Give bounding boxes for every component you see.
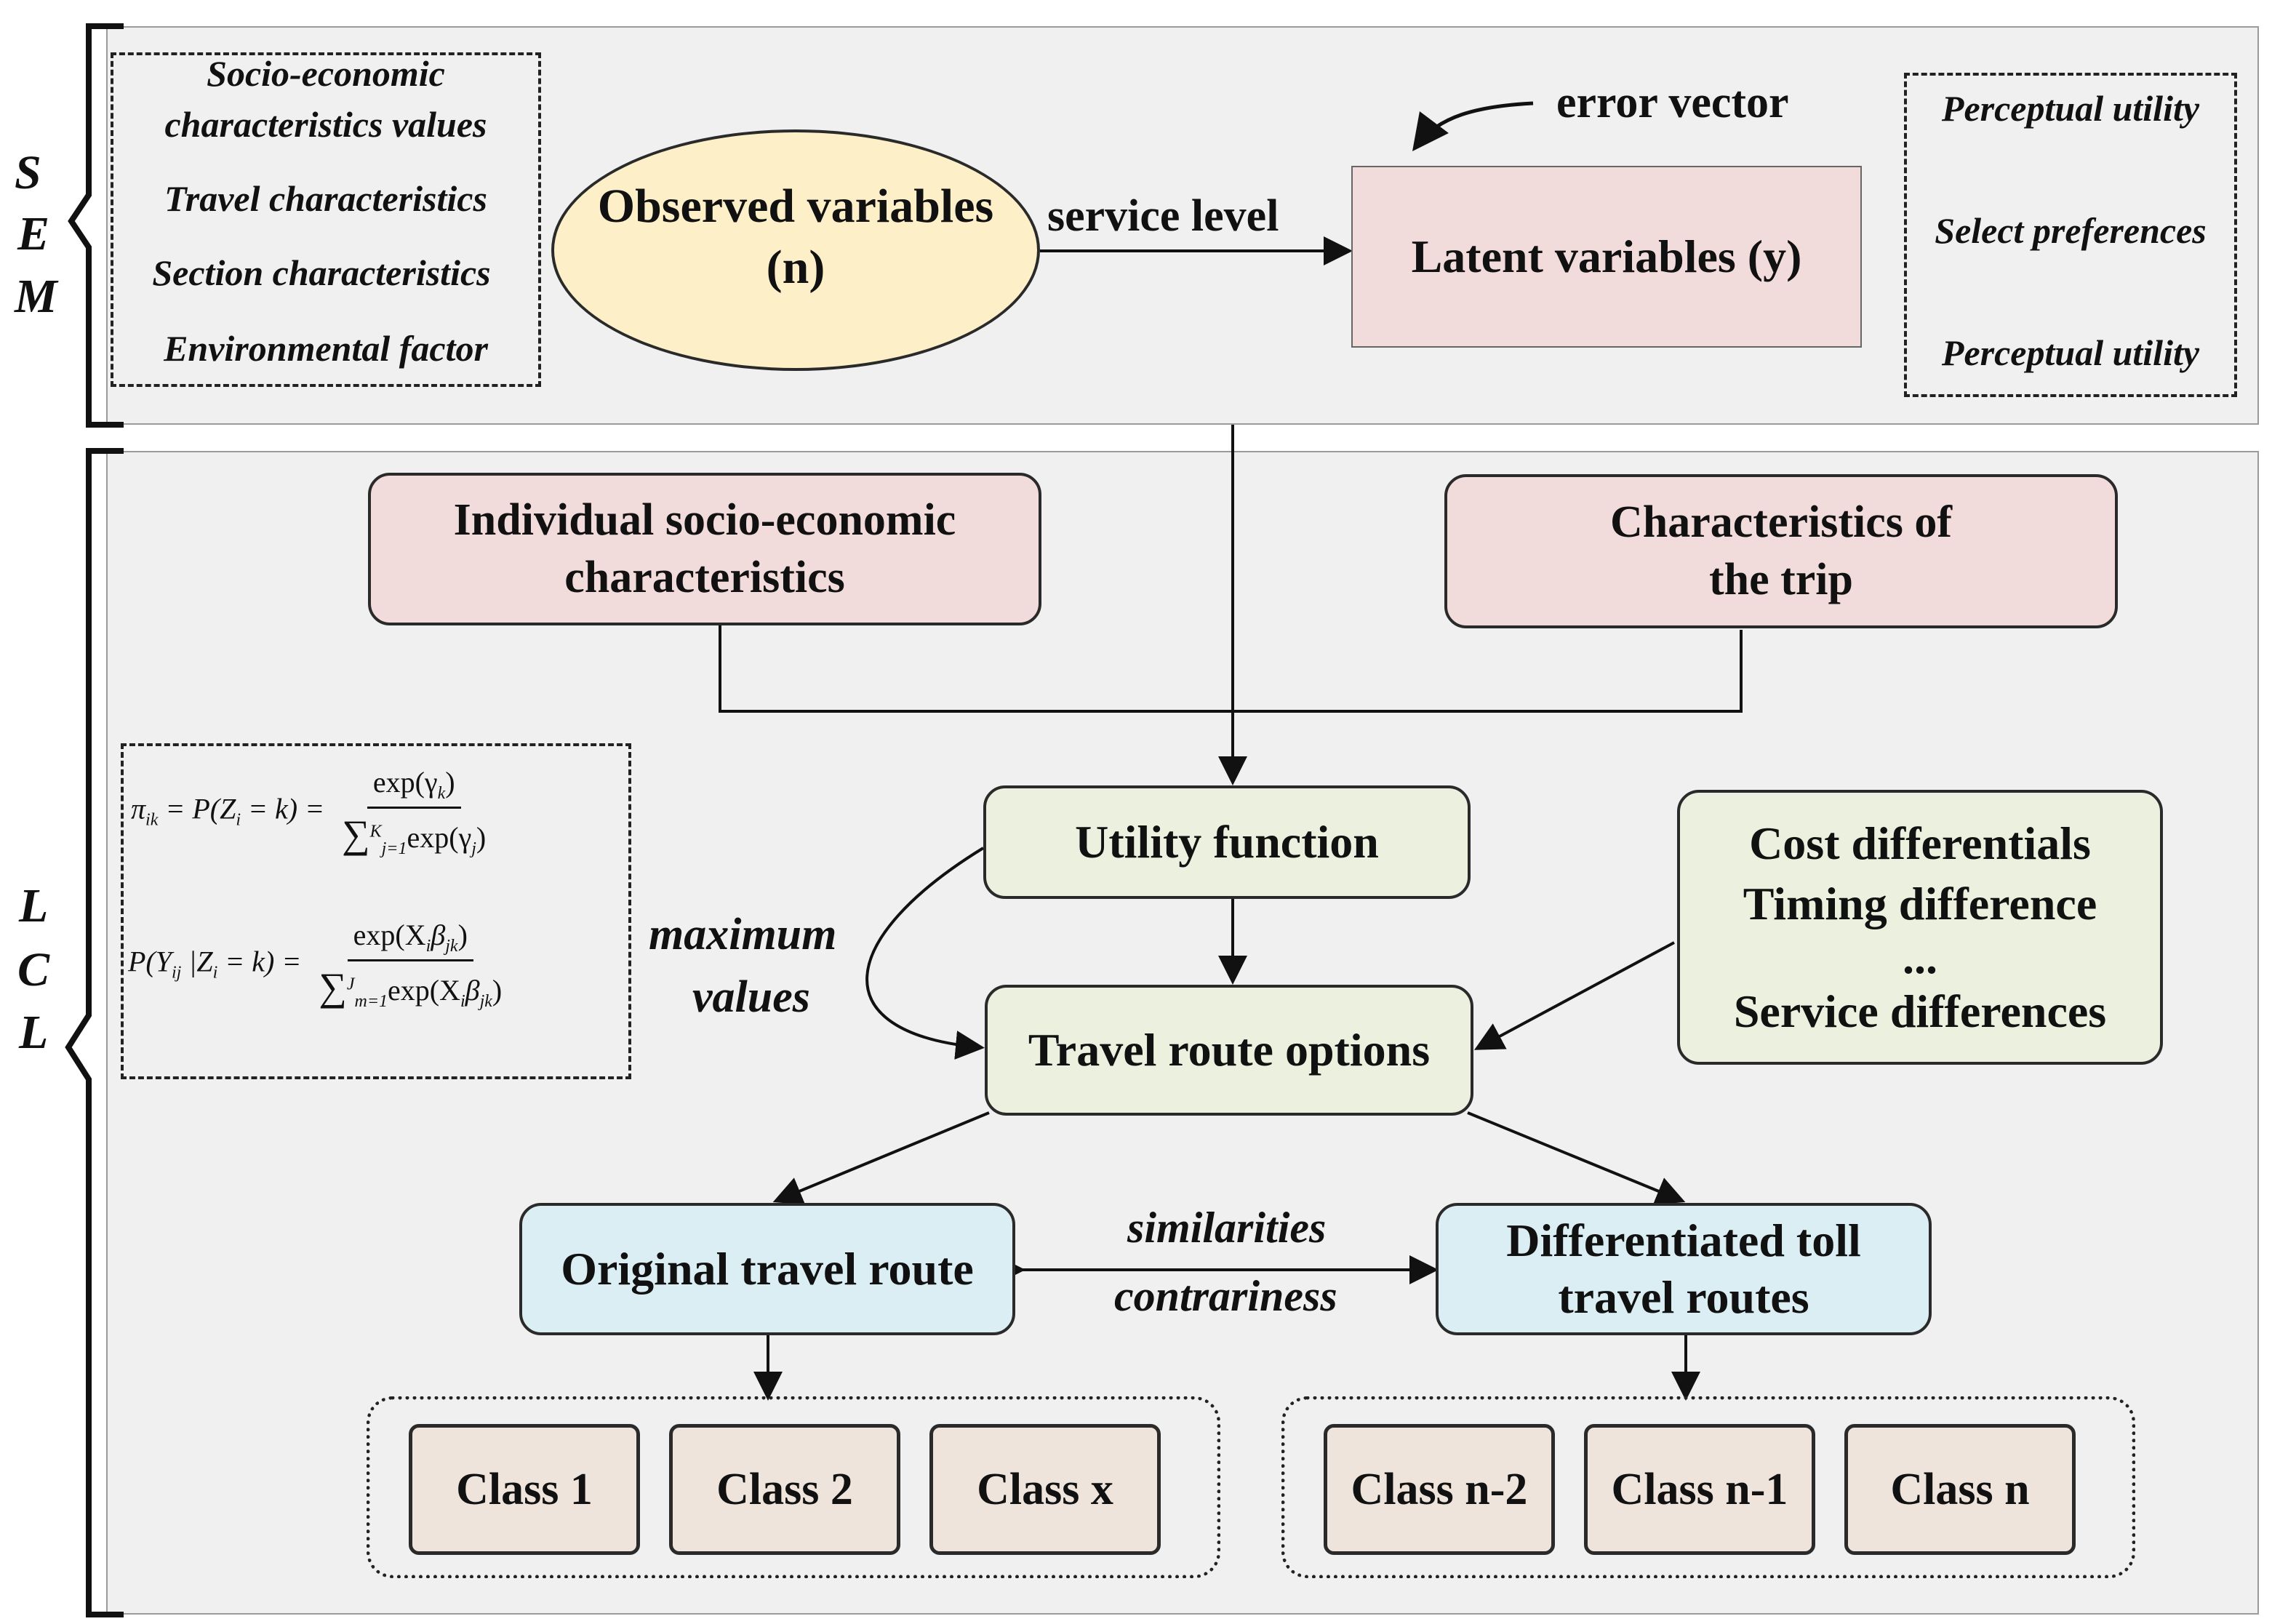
toll-line2: travel routes [1558, 1271, 1809, 1323]
outcome-perceptual-2: Perceptual utility [1941, 332, 2200, 373]
class-n-box: Class n [1844, 1424, 2076, 1555]
observed-variables-ellipse [551, 129, 1040, 371]
toll-routes-box: Differentiated toll travel routes [1436, 1203, 1932, 1335]
options-to-toll-arrow [1467, 1111, 1686, 1205]
differences-to-options-arrow [1473, 941, 1675, 1050]
utility-function-box: Utility function [983, 785, 1471, 899]
class-x-label: Class x [977, 1464, 1113, 1514]
latent-variables-label: Latent variables (y) [1411, 231, 1802, 282]
differences-box: Cost differentials Timing difference ...… [1677, 790, 2163, 1065]
lcl-letter-l1: L [19, 879, 49, 932]
factor-section: Section characteristics [152, 252, 491, 293]
factor-environment: Environmental factor [164, 328, 488, 369]
outcome-perceptual-1: Perceptual utility [1941, 88, 2200, 129]
lcl-letter-c: C [17, 943, 50, 996]
class-n-2-label: Class n-2 [1351, 1464, 1528, 1514]
diff-cost: Cost differentials [1749, 817, 2091, 870]
travel-route-options-box: Travel route options [985, 985, 1473, 1116]
latent-variables-box: Latent variables (y) [1351, 166, 1862, 348]
outcome-select-preferences: Select preferences [1935, 210, 2207, 251]
individual-line2: characteristics [564, 553, 845, 602]
original-route-label: Original travel route [561, 1243, 974, 1295]
diff-service: Service differences [1733, 985, 2107, 1037]
observed-variables-label: Observed variables [597, 180, 994, 233]
lcl-bracket [65, 448, 124, 1617]
lcl-letter-l2: L [19, 1006, 49, 1059]
travel-route-options-label: Travel route options [1028, 1024, 1431, 1076]
values-label: values [692, 972, 810, 1022]
factor-travel: Travel characteristics [164, 178, 487, 219]
formula-class-probability: πik = P(Zi = k) = exp(γk) ∑Kj=1exp(γj) [131, 766, 487, 858]
sem-factors-box [111, 52, 541, 387]
class-2-box: Class 2 [669, 1424, 900, 1555]
maximum-label: maximum [649, 910, 837, 959]
class-n-label: Class n [1890, 1464, 2030, 1514]
observed-variables-n: (n) [766, 241, 825, 294]
toll-classes-group [1281, 1396, 2135, 1578]
formula-box [121, 743, 631, 1079]
maximum-values-arrow [865, 847, 985, 1060]
sem-outcomes-box [1904, 73, 2237, 397]
trip-line1: Characteristics of [1610, 497, 1952, 547]
class-2-label: Class 2 [716, 1464, 853, 1514]
options-to-original-arrow [772, 1111, 990, 1205]
sem-letter-s: S [15, 146, 41, 199]
sem-letter-e: E [17, 207, 50, 260]
utility-function-label: Utility function [1075, 816, 1379, 868]
error-vector-arrow [1412, 101, 1534, 151]
class-x-box: Class x [929, 1424, 1161, 1555]
individual-line1: Individual socio-economic [453, 495, 956, 545]
original-route-box: Original travel route [519, 1203, 1015, 1335]
similarities-label: similarities [1127, 1204, 1327, 1252]
trip-characteristics-box: Characteristics of the trip [1444, 474, 2118, 628]
service-level-label: service level [1047, 191, 1279, 241]
trip-line2: the trip [1708, 555, 1854, 604]
class-1-box: Class 1 [409, 1424, 640, 1555]
error-vector-label: error vector [1556, 78, 1789, 127]
sem-bracket [68, 23, 124, 428]
diff-timing: Timing difference [1743, 878, 2097, 930]
toll-line1: Differentiated toll [1506, 1215, 1861, 1266]
class-n-1-label: Class n-1 [1611, 1464, 1788, 1514]
class-n-1-box: Class n-1 [1584, 1424, 1815, 1555]
contrariness-label: contrariness [1114, 1272, 1337, 1320]
formula-choice-probability: P(Yij |Zi = k) = exp(Xiβjk) ∑Jm=1exp(Xiβ… [128, 919, 503, 1011]
sem-letter-m: M [15, 270, 57, 323]
individual-trip-connector [719, 625, 1743, 713]
original-classes-group [367, 1396, 1220, 1578]
factor-socio: Socio-economic [207, 53, 445, 94]
class-n-2-box: Class n-2 [1324, 1424, 1555, 1555]
factor-socio-line2: characteristics values [164, 104, 487, 145]
sem-panel [106, 26, 2259, 425]
diff-ellipsis: ... [1903, 931, 1937, 983]
individual-characteristics-box: Individual socio-economic characteristic… [368, 473, 1041, 625]
class-1-label: Class 1 [456, 1464, 593, 1514]
